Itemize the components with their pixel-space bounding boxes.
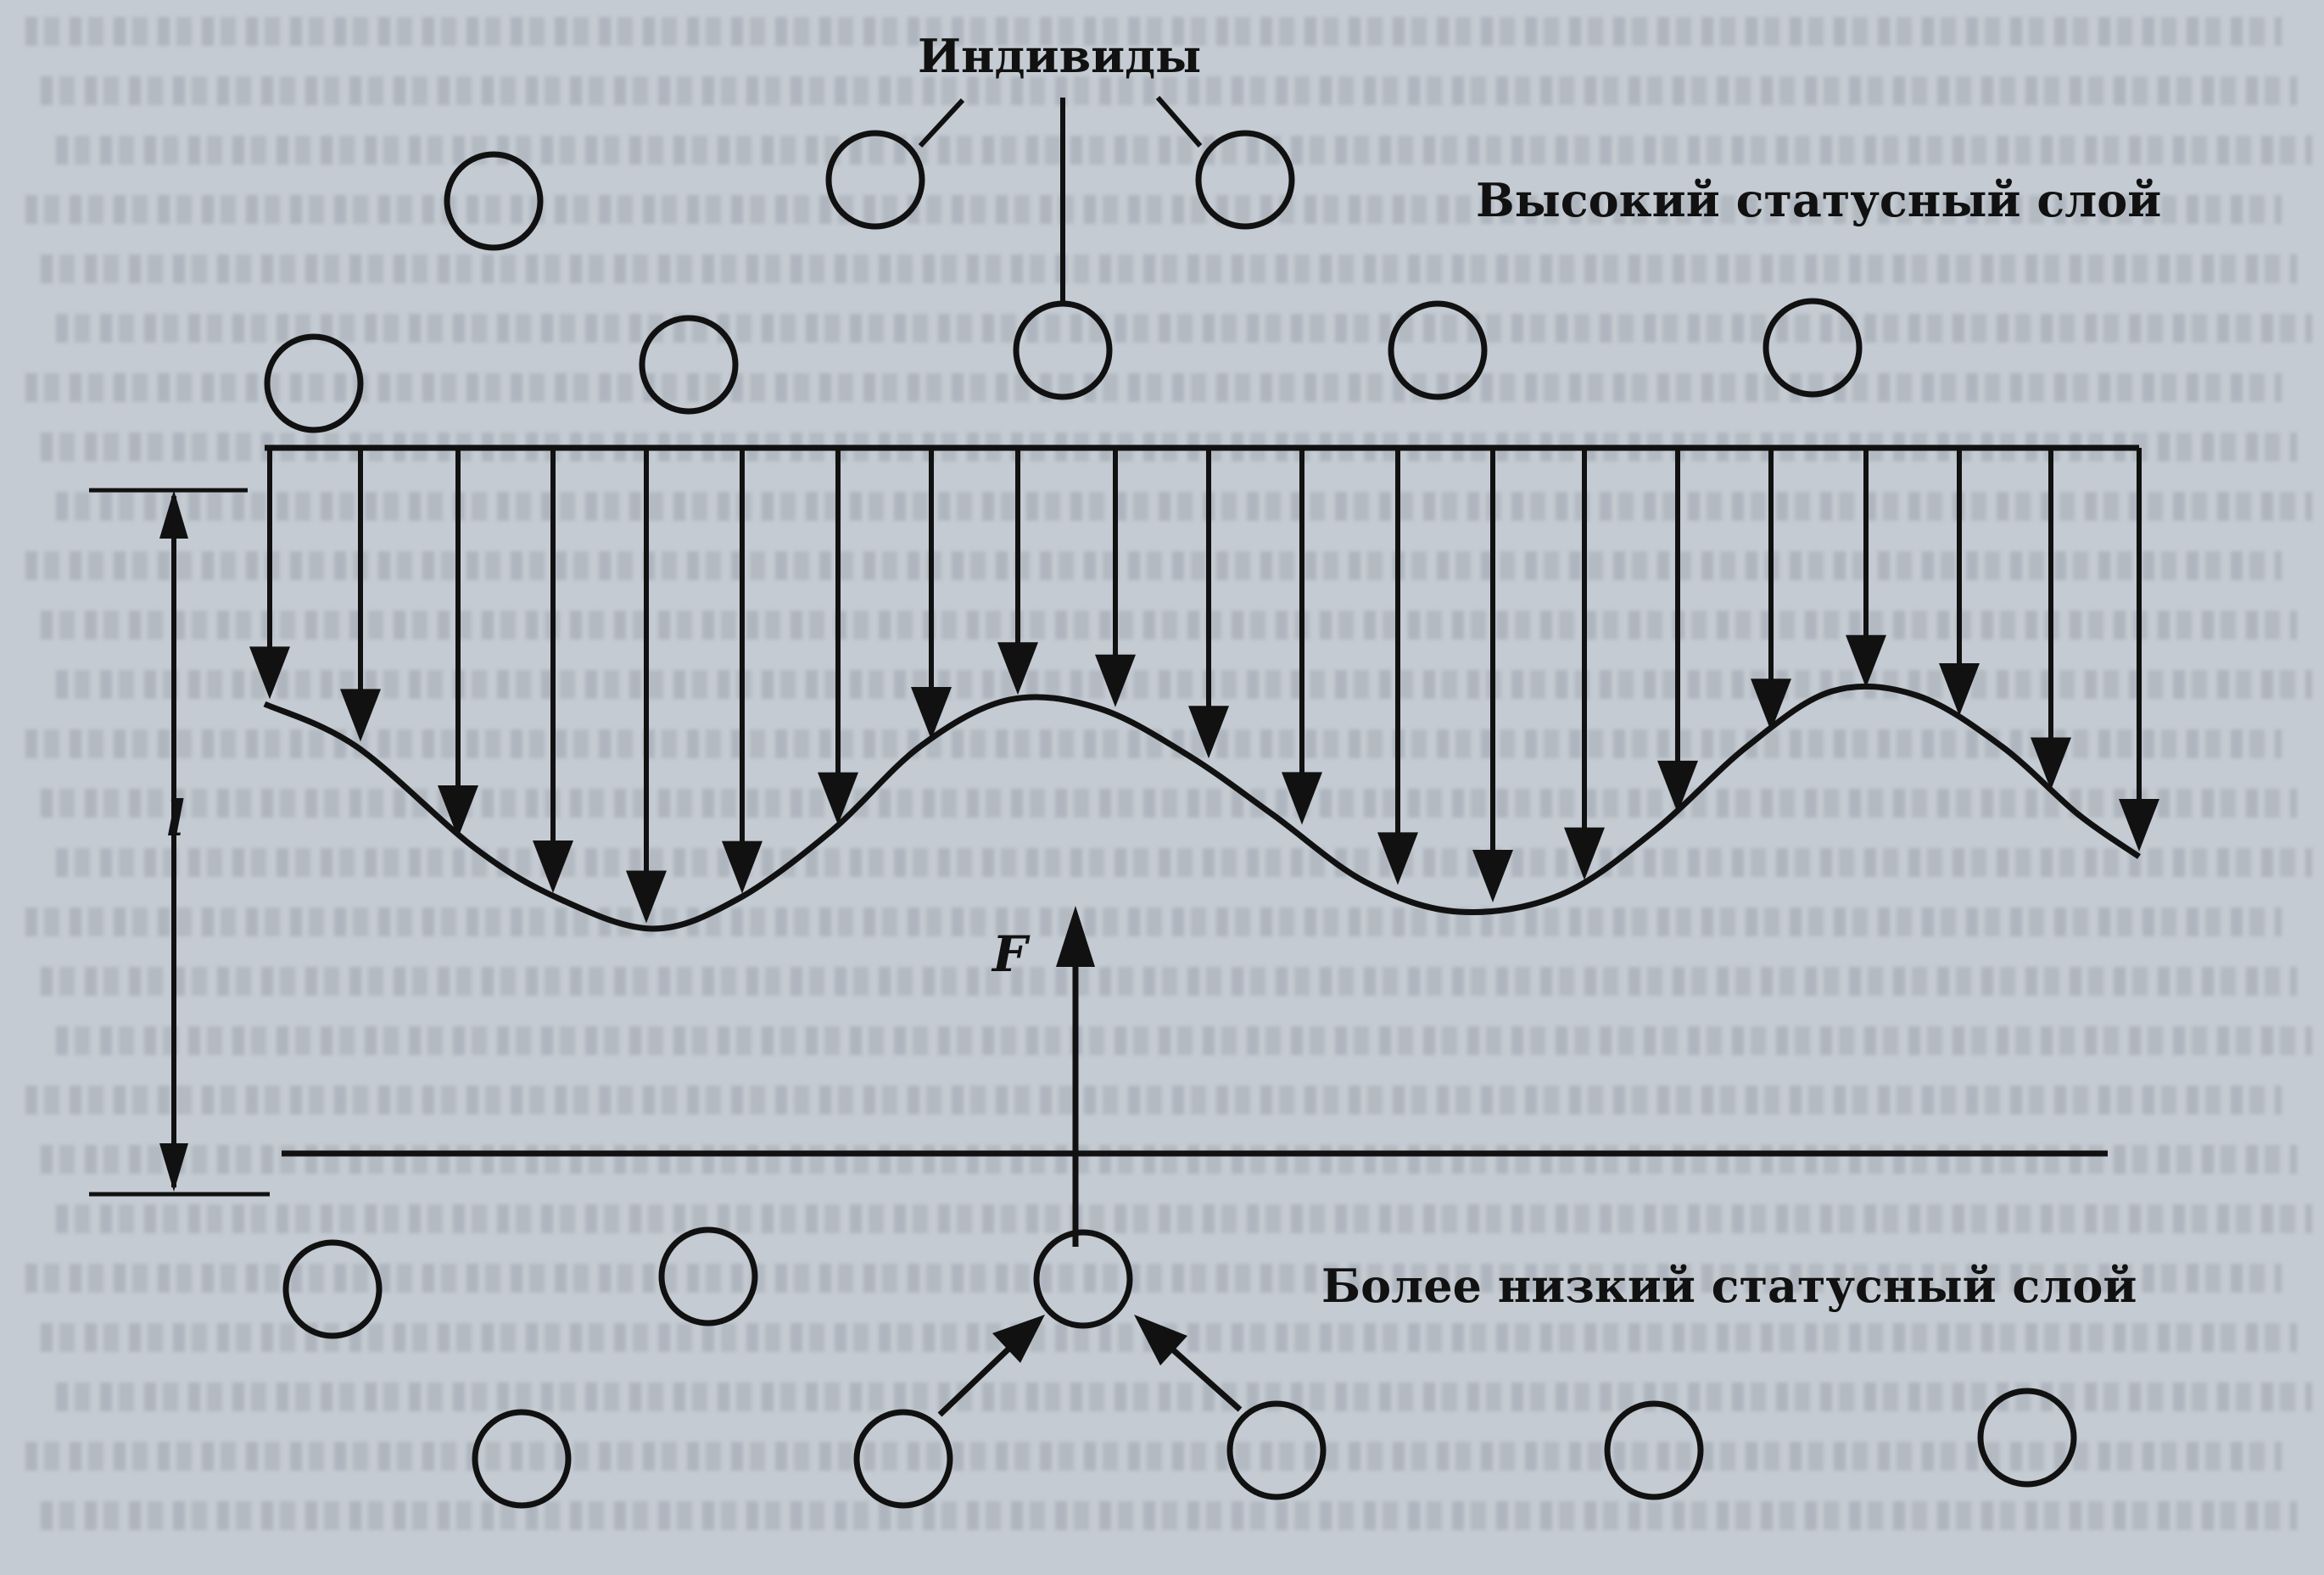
- individual-circle: [1763, 298, 1863, 398]
- pressure-arrow-head: [249, 646, 290, 700]
- individual-circle: [1013, 300, 1113, 400]
- pressure-arrows: [249, 448, 2159, 924]
- pressure-arrow-head: [1564, 827, 1605, 880]
- low-layer-individuals: [282, 1226, 2077, 1509]
- individual-circle: [1977, 1388, 2077, 1488]
- pressure-arrow-head: [1095, 654, 1136, 707]
- pressure-arrow-head: [2119, 799, 2159, 852]
- pressure-arrow-head: [1377, 832, 1418, 885]
- pressure-arrow-head: [1282, 772, 1322, 825]
- pressure-arrow-head: [1939, 663, 1980, 716]
- pressure-arrow-head: [911, 686, 952, 740]
- individual-circle: [853, 1409, 953, 1509]
- mobility-frontier-curve: [263, 683, 2141, 932]
- individuals-label: Индивиды: [918, 29, 1201, 83]
- individual-circle: [1604, 1400, 1704, 1500]
- distance-label: l: [166, 790, 185, 847]
- force-arrow-head: [1056, 906, 1095, 967]
- pressure-arrow-head: [1846, 634, 1886, 688]
- individual-circle: [444, 151, 544, 251]
- pressure-arrow-head: [1188, 706, 1229, 759]
- pressure-arrow-head: [340, 689, 381, 742]
- pressure-arrow-head: [533, 841, 573, 894]
- individual-circle: [1226, 1400, 1327, 1500]
- pressure-arrow-head: [1657, 760, 1698, 813]
- high-layer-label: Высокий статусный слой: [1476, 173, 2161, 227]
- pressure-arrow-head: [2031, 737, 2071, 790]
- individuals-pointer-lines: [918, 96, 1203, 305]
- individual-circle: [1388, 300, 1488, 400]
- individual-circle: [282, 1239, 383, 1339]
- individual-circle: [1033, 1229, 1133, 1329]
- individual-circle: [639, 315, 739, 415]
- pressure-arrow-head: [438, 785, 478, 839]
- force-label: F: [991, 925, 1031, 983]
- converging-arrows: [937, 1315, 1243, 1417]
- pressure-arrow-head: [997, 642, 1038, 695]
- pressure-arrow-head: [1751, 679, 1791, 732]
- individual-circle: [825, 130, 925, 230]
- pressure-arrow-head: [1472, 850, 1513, 902]
- pressure-arrow-head: [722, 841, 763, 894]
- individual-circle: [658, 1226, 758, 1326]
- pressure-arrow-head: [626, 870, 667, 924]
- distance-arrow-head-bottom: [159, 1143, 188, 1192]
- pressure-arrow-head: [818, 772, 858, 825]
- individual-circle: [264, 333, 364, 433]
- individual-circle: [1195, 130, 1295, 230]
- low-layer-label: Более низкий статусный слой: [1321, 1259, 2137, 1313]
- distance-arrow-head-top: [159, 490, 188, 539]
- individual-circle: [472, 1409, 572, 1509]
- high-layer-individuals: [264, 130, 1863, 433]
